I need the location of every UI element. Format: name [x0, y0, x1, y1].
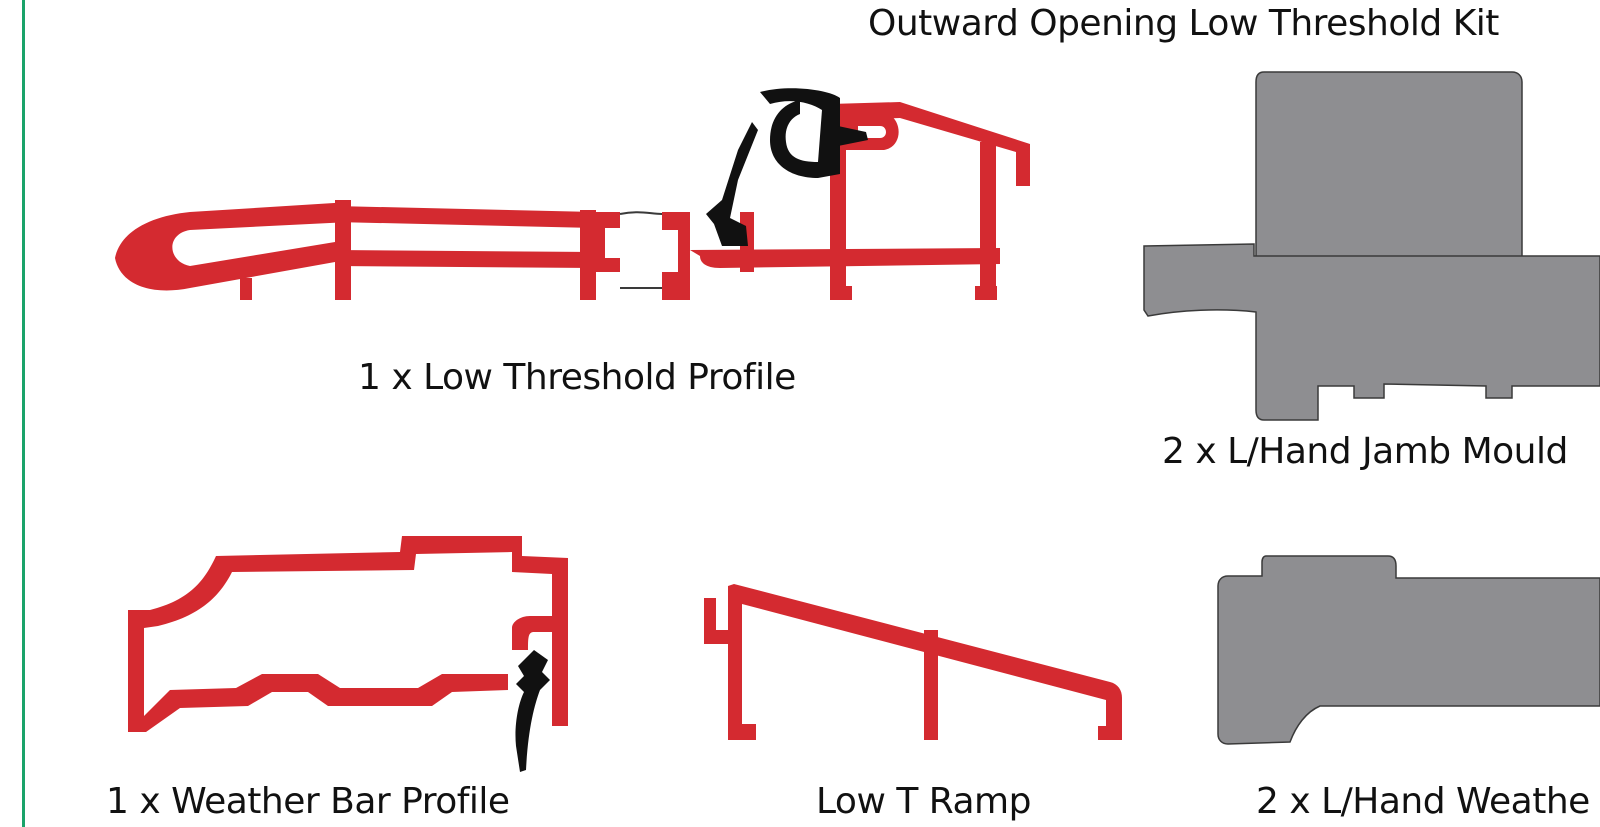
- weather-bar-pocket: [512, 616, 552, 650]
- weather-moulding: [1217, 555, 1600, 745]
- threshold-gaskets: [706, 88, 868, 246]
- weather-bar-outer: [128, 536, 568, 732]
- jamb-upper-block: [1255, 71, 1523, 261]
- weather-moulding-label: 2 x L/Hand Weathe: [1256, 781, 1590, 822]
- threshold-nose: [115, 202, 350, 291]
- weather-bar-profile: [128, 536, 568, 732]
- fin-seal: [706, 122, 758, 246]
- ramp-slope: [704, 584, 1122, 740]
- threshold-deck-bottom: [335, 250, 595, 268]
- low-threshold-profile-label: 1 x Low Threshold Profile: [358, 357, 796, 398]
- weather-moulding-body: [1217, 555, 1600, 745]
- low-t-ramp: [704, 584, 1122, 740]
- threshold-wall-2: [580, 210, 596, 300]
- weather-bar-profile-label: 1 x Weather Bar Profile: [106, 781, 510, 822]
- low-threshold-profile: [115, 102, 1030, 300]
- weather-bar-gasket: [515, 650, 550, 772]
- ramp-rib: [924, 630, 938, 740]
- threshold-wall-5: [980, 142, 996, 300]
- bulb-seal: [760, 88, 840, 178]
- low-t-ramp-label: Low T Ramp: [816, 781, 1031, 822]
- threshold-wall-1: [335, 200, 351, 300]
- threshold-foot-2: [830, 286, 852, 300]
- bulb-seal-tongue: [838, 126, 868, 146]
- threshold-foot-1: [240, 278, 252, 300]
- jamb-moulding-label: 2 x L/Hand Jamb Mould: [1162, 431, 1568, 472]
- jamb-moulding: [1143, 71, 1600, 421]
- threshold-left-clip: [595, 212, 620, 272]
- threshold-right-clip: [662, 212, 690, 300]
- threshold-deck-top: [335, 206, 595, 228]
- jamb-base: [1143, 243, 1600, 421]
- threshold-top-cap: [830, 102, 1030, 186]
- threshold-foot-3: [975, 286, 997, 300]
- kit-title: Outward Opening Low Threshold Kit: [868, 3, 1499, 44]
- left-margin-rule: [22, 0, 25, 827]
- thermal-break-lines: [619, 211, 663, 289]
